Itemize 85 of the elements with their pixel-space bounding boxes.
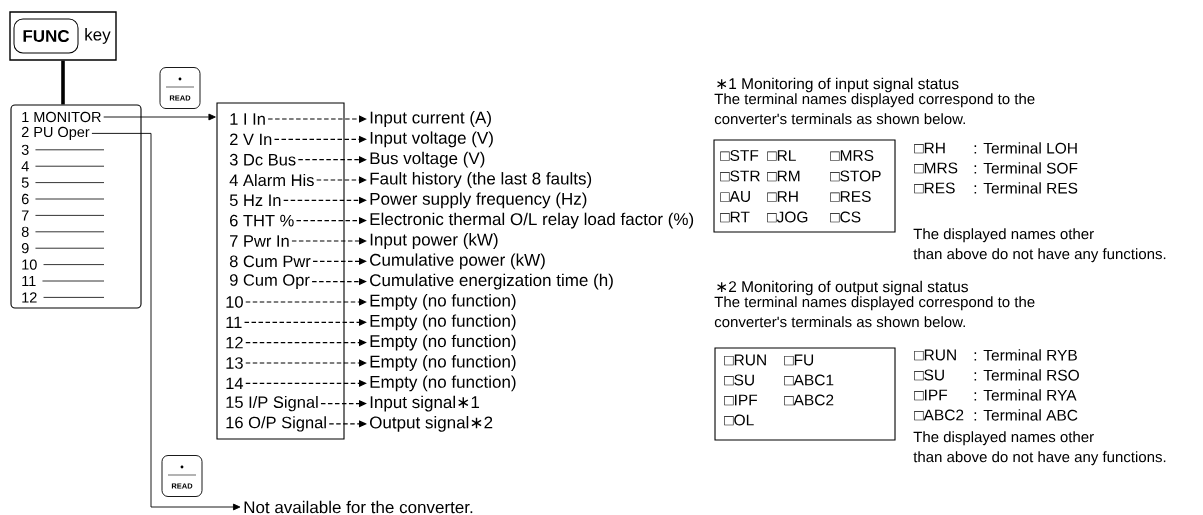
dashed-arrow <box>283 196 367 204</box>
dashed-arrow <box>267 115 367 123</box>
monitor-item: 9 Cum Opr <box>229 274 310 290</box>
description-text: Empty (no function) <box>370 375 516 392</box>
terminal-label: : Terminal RES <box>974 182 1078 194</box>
dashed-arrow <box>316 176 367 184</box>
note-heading: ∗2 Monitoring of output signal status <box>717 280 968 296</box>
terminal-label: : Terminal RYB <box>974 349 1077 361</box>
dashed-arrow <box>297 156 367 164</box>
description-text: Cumulative power (kW) <box>370 253 545 270</box>
terminal-label: : Terminal RYA <box>974 389 1077 401</box>
menu-item: 6 <box>21 193 29 205</box>
menu-item: 5 <box>21 177 29 188</box>
menu-box <box>10 104 142 309</box>
note-text: The displayed names other than above do not have any functions. <box>913 228 1166 263</box>
arrow <box>103 113 216 121</box>
terminal-label: □ABC2 <box>914 409 964 421</box>
description-text: Empty (no function) <box>370 294 516 310</box>
note-text: The terminal names displayed correspond to the converter's terminals as shown below. <box>714 93 1035 125</box>
menu-item: 7 <box>21 210 29 221</box>
dashed-arrow <box>245 379 367 387</box>
monitor-item: 14 <box>226 377 244 389</box>
description-text: Output signal∗2 <box>370 416 493 432</box>
monitor-item: 6 THT % <box>230 214 294 227</box>
monitor-item: 13 <box>226 357 243 369</box>
key-box: FUNC key <box>9 11 117 61</box>
dashed-arrow <box>245 298 367 306</box>
description-text: Fault history (the last 8 faults) <box>370 172 592 188</box>
menu-item: 11 <box>22 276 36 286</box>
terminal-label: : Terminal ABC <box>974 409 1078 421</box>
monitor-item: 15 I/P Signal <box>226 395 318 412</box>
menu-item: 2 PU Oper <box>21 126 90 140</box>
terminal-label: □RES <box>914 182 955 194</box>
arrow <box>91 132 241 511</box>
monitor-item: 7 Pwr In <box>230 235 289 247</box>
menu-item: 3 <box>21 144 29 155</box>
dashed-arrow <box>328 420 367 428</box>
list-box <box>216 102 345 440</box>
monitor-item: 10 <box>226 296 243 308</box>
description-text: Input voltage (V) <box>370 131 493 148</box>
monitor-item: 3 Dc Bus <box>229 153 296 166</box>
terminal-label: □MRS <box>914 162 958 174</box>
dashed-arrow <box>291 237 367 245</box>
note-heading: ∗1 Monitoring of input signal status <box>717 77 959 93</box>
menu-item: 4 <box>21 161 29 172</box>
terminal-label: □IPF <box>914 389 948 401</box>
description-text: Electronic thermal O/L relay load factor (%) <box>370 212 694 229</box>
monitor-item: 2 V In <box>230 133 272 146</box>
description-text: Power supply frequency (Hz) <box>370 192 587 209</box>
dashed-arrow <box>245 359 367 367</box>
monitor-item: 11 <box>226 316 242 328</box>
monitor-item: 8 Cum Pwr <box>229 255 311 268</box>
description-text: Cumulative energization time (h) <box>370 273 613 290</box>
description-text: Empty (no function) <box>370 355 516 371</box>
menu-item: 1 MONITOR <box>22 111 101 123</box>
monitor-item: 4 Alarm His <box>229 173 314 187</box>
dashed-arrow <box>243 318 367 326</box>
connector-line <box>61 60 65 105</box>
note-text: The displayed names other than above do not have any functions. <box>913 431 1166 466</box>
terminal-label: □SU <box>914 369 944 381</box>
monitor-item: 16 O/P Signal <box>226 416 326 432</box>
terminal-table: □RUN □FU □SU □ABC1 □IPF □ABC2 □OL <box>714 347 896 441</box>
menu-item: 12 <box>22 292 37 303</box>
note-text: The terminal names displayed correspond to the converter's terminals as shown below. <box>714 296 1035 328</box>
description-text: Empty (no function) <box>370 334 516 351</box>
monitor-item: 1 I In <box>230 113 265 125</box>
menu-item: 8 <box>21 226 29 237</box>
dashed-arrow <box>312 257 367 265</box>
dashed-arrow <box>273 135 367 143</box>
terminal-label: □RH <box>914 142 945 154</box>
description-text: Input signal∗1 <box>370 395 479 412</box>
terminal-label: : Terminal LOH <box>974 142 1077 154</box>
menu-item: 10 <box>22 259 37 270</box>
description-text: Input power (kW) <box>370 233 498 249</box>
terminal-table: □STF □RL □MRS □STR □RM □STOP □AU □RH □RES □RT □JOG □CS <box>713 139 896 233</box>
description-text: Input current (A) <box>370 111 491 127</box>
terminal-label: : Terminal SOF <box>974 162 1078 174</box>
description-text: Empty (no function) <box>370 314 516 331</box>
terminal-label: : Terminal RSO <box>974 369 1079 381</box>
terminal-label: □RUN <box>914 349 956 361</box>
monitor-item: 5 Hz In <box>229 194 281 207</box>
monitor-item: 12 <box>226 336 243 349</box>
menu-item: 9 <box>21 243 29 254</box>
description-text: Bus voltage (V) <box>370 151 485 168</box>
note-text: Not available for the converter. <box>244 500 473 514</box>
